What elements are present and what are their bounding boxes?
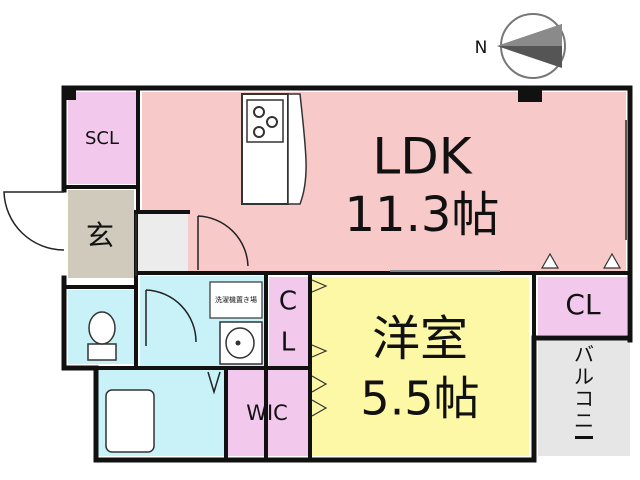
balcony-label: バ ル コ ニ <box>574 343 594 439</box>
wall-outer <box>61 85 633 343</box>
western-room-size-label: 5.5帖 <box>360 372 479 426</box>
room-cl-right <box>538 277 627 335</box>
wic-label: WIC <box>246 401 288 425</box>
balcony-long-mark <box>575 436 593 439</box>
closet-door-icon <box>311 279 328 293</box>
genkan-label: 玄 <box>86 219 114 252</box>
compass-north-label: N <box>475 38 488 58</box>
balcony-char: ル <box>574 365 594 389</box>
toilet-icon <box>87 311 117 361</box>
kitchen-counter <box>241 93 307 205</box>
walls <box>61 85 633 463</box>
sliding-door-icon <box>540 252 560 269</box>
balcony-char: バ <box>574 343 594 367</box>
pillar <box>62 86 76 100</box>
room-cl-small <box>269 277 309 366</box>
washbasin-icon <box>219 321 263 365</box>
balcony-char: コ <box>574 387 594 411</box>
washroom-door-icon <box>145 289 197 346</box>
laundry-label: 洗濯機置き場 <box>215 295 257 304</box>
entry-door-icon <box>3 191 65 251</box>
pillar <box>518 86 542 102</box>
room-hallway <box>136 214 188 271</box>
scl-label: SCL <box>85 128 119 149</box>
sliding-door-icon <box>602 252 622 269</box>
ldk-size-label: 11.3帖 <box>345 187 500 243</box>
balcony-char: ニ <box>574 409 594 433</box>
bathtub-icon <box>105 389 155 453</box>
cl-small-label-bottom: L <box>281 328 296 358</box>
room-scl <box>68 92 136 184</box>
room-genkan <box>68 190 134 278</box>
ldk-door-icon <box>197 215 249 270</box>
ldk-label: LDK <box>372 128 472 186</box>
compass: N <box>475 13 566 79</box>
room-western <box>310 277 529 456</box>
cl-small-label-top: C <box>279 287 297 317</box>
laundry-space: 洗濯機置き場 <box>209 281 263 319</box>
western-room-label: 洋室 <box>372 311 468 367</box>
wic-door-icon <box>311 375 328 393</box>
cl-right-label: CL <box>565 288 601 321</box>
bath-door-icon <box>207 371 221 395</box>
